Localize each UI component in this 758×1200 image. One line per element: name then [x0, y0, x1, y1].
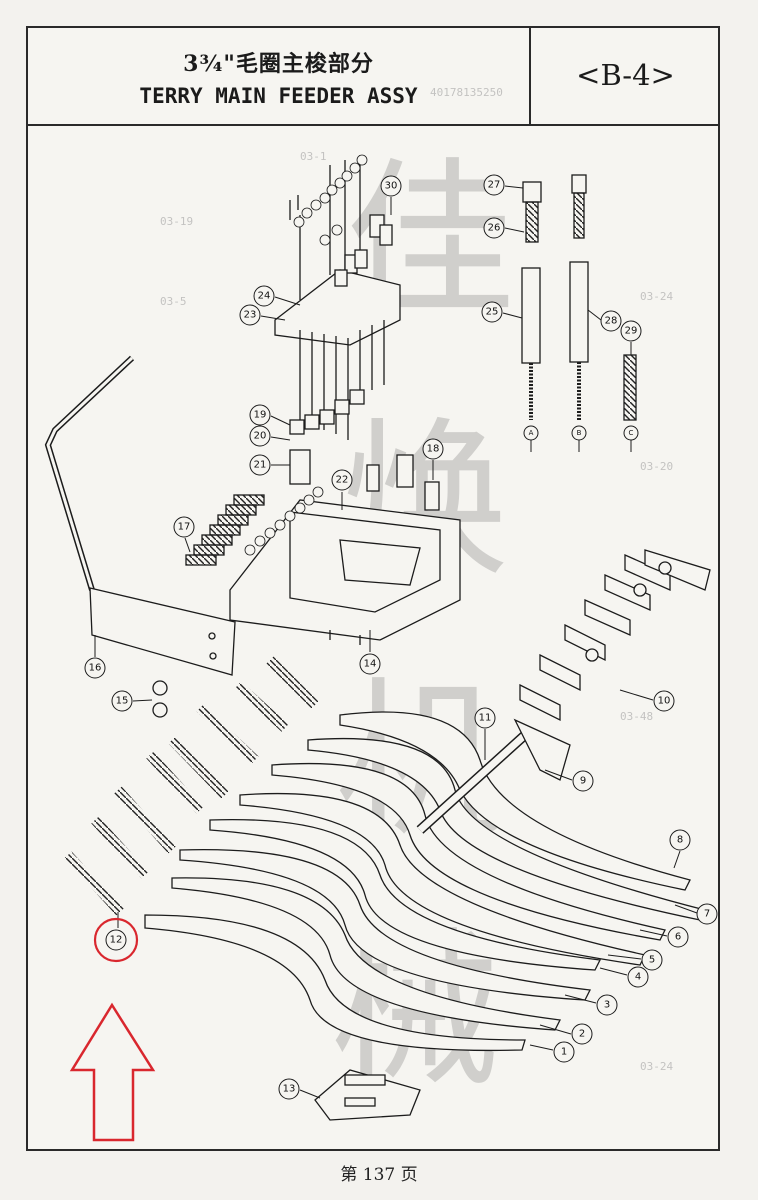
svg-text:26: 26 [488, 223, 501, 234]
svg-text:30: 30 [385, 181, 398, 192]
svg-text:20: 20 [254, 431, 267, 442]
svg-text:10: 10 [658, 696, 671, 707]
svg-text:2: 2 [579, 1029, 585, 1040]
svg-text:7: 7 [704, 909, 710, 920]
svg-text:19: 19 [254, 410, 267, 421]
balloon-4 [627, 966, 649, 988]
title-block: 3¾"毛圈主梭部分 TERRY MAIN FEEDER ASSY <B-4> [28, 28, 718, 126]
svg-text:1: 1 [561, 1047, 567, 1058]
balloon-27 [483, 174, 505, 196]
tag-c-label: C [629, 429, 634, 437]
title-divider [529, 28, 531, 124]
title-chinese: 3¾"毛圈主梭部分 [183, 51, 374, 77]
svg-text:24: 24 [258, 291, 271, 302]
svg-text:03-48: 03-48 [620, 710, 653, 723]
balloon-16 [84, 657, 106, 679]
balloon-21 [249, 454, 271, 476]
highlight-arrow [69, 1002, 156, 1142]
svg-text:22: 22 [336, 475, 349, 486]
part-9-10-combs [513, 549, 711, 781]
balloon-10 [653, 690, 675, 712]
tag-a-label: A [529, 429, 534, 437]
balloon-12-label: 12 [110, 935, 123, 946]
balloon-18 [422, 438, 444, 460]
svg-text:5: 5 [649, 955, 655, 966]
letter-tags [244, 154, 368, 556]
svg-text:18: 18 [427, 444, 440, 455]
svg-text:25: 25 [486, 307, 499, 318]
svg-text:23: 23 [244, 310, 257, 321]
balloon-13 [278, 1078, 300, 1100]
part-25-28-posts [521, 174, 637, 421]
part-1-8-levers [144, 711, 706, 1052]
part-17-screws [185, 494, 265, 566]
part-14-base [229, 499, 461, 645]
svg-text:27: 27 [488, 180, 501, 191]
svg-text:03-1: 03-1 [300, 150, 327, 163]
highlight-circle [93, 917, 139, 963]
bleed-through: 40178135250 03-1 03-19 03-5 03-24 03-20 … [160, 86, 673, 1073]
callout-labels: 1 2 3 4 5 6 7 8 9 10 11 13 14 15 16 17 1… [89, 180, 711, 1095]
svg-text:3: 3 [604, 1000, 610, 1011]
balloon-2 [571, 1023, 593, 1045]
svg-text:15: 15 [116, 696, 129, 707]
balloon-7 [696, 903, 718, 925]
balloon-8 [669, 829, 691, 851]
part-13-plate [314, 1069, 421, 1121]
svg-text:16: 16 [89, 663, 102, 674]
title-english: TERRY MAIN FEEDER ASSY [139, 84, 418, 108]
balloon-15 [111, 690, 133, 712]
tag-b-label: B [577, 429, 582, 437]
svg-text:40178135250: 40178135250 [430, 86, 503, 99]
part-15-screws [152, 680, 168, 718]
part-11-rod [416, 731, 529, 834]
svg-text:28: 28 [605, 316, 618, 327]
section-code: <B-4> [576, 58, 675, 92]
balloon-22 [331, 469, 353, 491]
svg-text:14: 14 [364, 659, 377, 670]
balloon-29 [620, 320, 642, 342]
balloon-1 [553, 1041, 575, 1063]
svg-text:03-5: 03-5 [160, 295, 187, 308]
balloon-9 [572, 770, 594, 792]
balloon-26 [483, 217, 505, 239]
svg-text:03-24: 03-24 [640, 1060, 673, 1073]
svg-text:21: 21 [254, 460, 267, 471]
svg-text:29: 29 [625, 326, 638, 337]
part-16-rod-bracket [44, 355, 236, 676]
balloon-6 [667, 926, 689, 948]
highlight-part-12[interactable]: 12 [93, 917, 139, 963]
balloon-23 [239, 304, 261, 326]
svg-text:4: 4 [635, 972, 641, 983]
balloon-24 [253, 285, 275, 307]
page-number: 第 137 页 [340, 1165, 418, 1185]
svg-text:17: 17 [178, 522, 191, 533]
balloon-3 [596, 994, 618, 1016]
balloon-28 [600, 310, 622, 332]
svg-text:03-20: 03-20 [640, 460, 673, 473]
part-12-springs [64, 656, 319, 916]
balloon-11 [474, 707, 496, 729]
terminal-tags [523, 425, 639, 452]
balloon-19 [249, 404, 271, 426]
callout-balloons [84, 174, 718, 1100]
balloon-12 [105, 929, 127, 951]
part-23-clamp [274, 155, 440, 511]
balloon-14 [359, 653, 381, 675]
svg-text:8: 8 [677, 835, 683, 846]
svg-text:03-24: 03-24 [640, 290, 673, 303]
balloon-17 [173, 516, 195, 538]
svg-text:9: 9 [580, 776, 586, 787]
balloon-25 [481, 301, 503, 323]
svg-text:6: 6 [675, 932, 681, 943]
balloon-20 [249, 425, 271, 447]
svg-text:13: 13 [283, 1084, 296, 1095]
svg-text:03-19: 03-19 [160, 215, 193, 228]
svg-text:11: 11 [479, 713, 492, 724]
balloon-5 [641, 949, 663, 971]
balloon-30 [380, 175, 402, 197]
